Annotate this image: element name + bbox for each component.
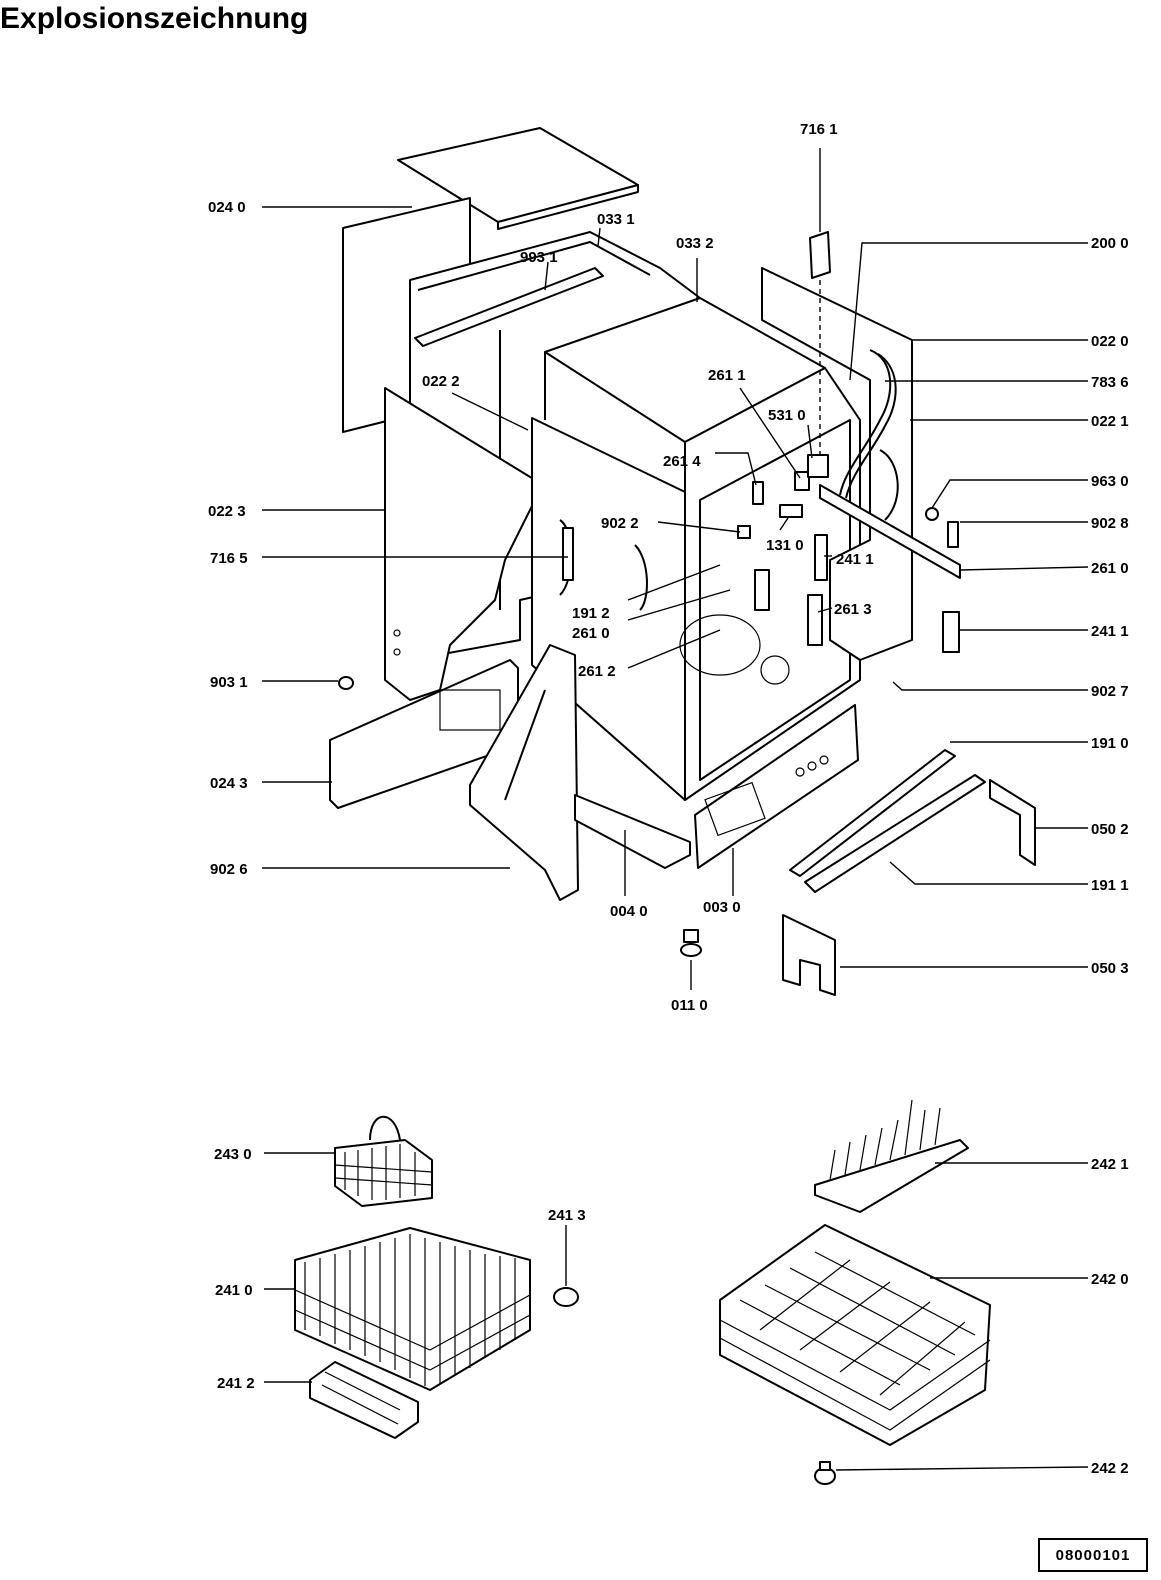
label-261-0-right: 261 0 [1091,560,1129,577]
label-716-1: 716 1 [800,121,838,138]
label-261-3: 261 3 [834,601,872,618]
rail-part [819,484,961,579]
hose-part [839,349,897,499]
label-191-2: 191 2 [572,605,610,622]
label-243-0: 243 0 [214,1146,252,1163]
label-022-1: 022 1 [1091,413,1129,430]
leader-lines [262,148,1089,1471]
label-261-4: 261 4 [663,453,701,470]
label-242-0: 242 0 [1091,1271,1129,1288]
label-242-2: 242 2 [1091,1460,1129,1477]
label-261-1: 261 1 [708,367,746,384]
label-004-0: 004 0 [610,903,648,920]
label-993-1: 993 1 [520,249,558,266]
label-261-2: 261 2 [578,663,616,680]
cutlery-rack-part [309,1361,419,1439]
label-033-1: 033 1 [597,211,635,228]
part-number-labels: 024 0 033 1 993 1 033 2 716 1 200 0 022 … [208,121,1129,1477]
label-050-2: 050 2 [1091,821,1129,838]
label-191-0: 191 0 [1091,735,1129,752]
upper-basket-part [719,1224,991,1446]
plate-rack-part [814,1099,969,1213]
cutlery-basket-part [334,1115,433,1207]
label-131-0: 131 0 [766,537,804,554]
label-783-6: 783 6 [1091,374,1129,391]
base-rails-part [782,749,1036,996]
label-033-2: 033 2 [676,235,714,252]
small-brackets-part [737,454,960,653]
inner-tub-part [531,297,861,801]
label-902-6: 902 6 [210,861,248,878]
label-531-0: 531 0 [768,407,806,424]
label-241-1-center: 241 1 [836,551,874,568]
label-902-7: 902 7 [1091,683,1129,700]
control-panel-part [694,704,859,869]
lower-basket-part [294,1227,531,1391]
label-241-2: 241 2 [217,1375,255,1392]
label-902-2: 902 2 [601,515,639,532]
page-title: Explosionszeichnung [0,2,309,35]
label-022-0: 022 0 [1091,333,1129,350]
label-200-0: 200 0 [1091,235,1129,252]
label-963-0: 963 0 [1091,473,1129,490]
label-191-1: 191 1 [1091,877,1129,894]
side-strut-part [469,644,579,901]
screw-part [814,1461,836,1485]
base-plate-part [574,794,691,869]
label-241-0: 241 0 [215,1282,253,1299]
label-022-3: 022 3 [208,503,246,520]
foot-part [680,929,702,957]
label-903-1: 903 1 [210,674,248,691]
label-022-2: 022 2 [422,373,460,390]
label-241-3: 241 3 [548,1207,586,1224]
basket-wheel-part [553,1287,579,1307]
hinge-bracket-part [809,231,831,470]
label-261-0-center: 261 0 [572,625,610,642]
label-024-3: 024 3 [210,775,248,792]
label-902-8: 902 8 [1091,515,1129,532]
label-024-0: 024 0 [208,199,246,216]
label-716-5: 716 5 [210,550,248,567]
cap-part [338,676,354,690]
label-003-0: 003 0 [703,899,741,916]
label-050-3: 050 3 [1091,960,1129,977]
right-side-panel-part [761,267,913,661]
label-242-1: 242 1 [1091,1156,1129,1173]
drawing-number: 08000101 [1055,1546,1131,1564]
drawing-number-box: 08000101 [1038,1538,1148,1572]
label-011-0: 011 0 [671,997,708,1014]
label-241-1-right: 241 1 [1091,623,1129,640]
